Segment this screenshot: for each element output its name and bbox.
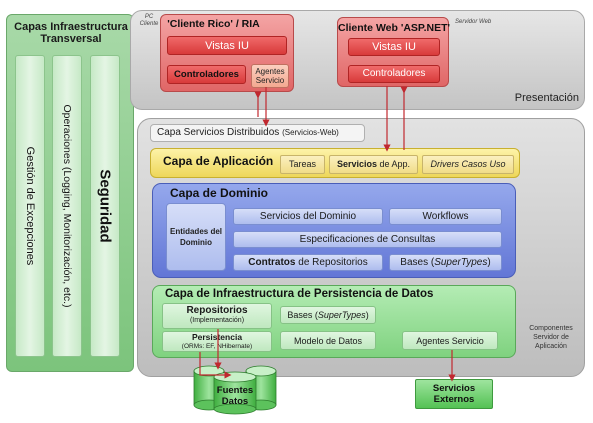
domain-bases-supertypes: Bases (SuperTypes) [389,254,502,271]
rich-agentes-servicio: Agentes Servicio [251,64,289,88]
rich-vistas-iu: Vistas IU [167,36,287,55]
exceptions-column: Gestión de Excepciones [15,55,45,357]
rich-controladores: Controladores [167,65,246,84]
app-tareas: Tareas [280,155,325,174]
external-services-box: Servicios Externos [415,379,493,409]
domain-bases-italic: SuperTypes [434,257,488,268]
rich-client-box: 'Cliente Rico' / RIA Vistas IU Controlad… [160,14,294,92]
persistencia-sublabel: (ORMs: EF, NHibernate) [181,342,253,350]
domain-workflows: Workflows [389,208,502,225]
transversal-title: Capas Infraestructura Transversal [14,21,128,45]
distributed-services-sublabel: (Servicios-Web) [282,128,339,137]
app-servicios-rest: de App. [377,159,411,169]
domain-servicios: Servicios del Dominio [233,208,383,225]
arrow-orm-to-datasources [199,352,232,379]
domain-bases-prefix: Bases ( [400,257,435,268]
operations-column: Operaciones (Logging, Monitorización, et… [52,55,82,357]
transversal-infrastructure-panel: Capas Infraestructura Transversal Gestió… [6,14,134,372]
web-vistas-iu: Vistas IU [348,38,440,56]
app-servicios-bold: Servicios [336,159,377,169]
domain-contratos-bold: Contratos [248,257,296,268]
servidor-web-label: Servidor Web [455,19,492,25]
domain-entities: Entidades del Dominio [166,203,226,271]
persistence-bases-supertypes: Bases (SuperTypes) [280,306,376,324]
domain-especificaciones: Especificaciones de Consultas [233,231,502,248]
persistencia-label: Persistencia [191,331,243,342]
componentes-servidor-label: Componentes Servidor de Aplicación [529,325,573,350]
rich-client-title: 'Cliente Rico' / RIA [167,18,260,30]
app-servicios: Servicios de App. [329,155,418,174]
persistence-repositorios: Repositorios (Implementación) [162,303,272,329]
repositorios-label: Repositorios [186,305,248,316]
domain-layer-title: Capa de Dominio [170,186,269,200]
web-client-title: Cliente Web 'ASP.NET' [338,22,450,34]
persistence-bases-italic: SuperTypes [317,310,366,320]
application-layer-title: Capa de Aplicación [163,154,274,168]
pc-cliente-label: PC Cliente [139,14,159,27]
persistence-orm: Persistencia (ORMs: EF, NHibernate) [162,331,272,352]
persistence-agentes-servicio: Agentes Servicio [402,331,498,350]
distributed-services-layer: Capa Servicios Distribuidos (Servicios-W… [150,124,365,142]
domain-bases-suffix: ) [487,257,491,268]
persistence-layer-title: Capa de Infraestructura de Persistencia … [165,288,434,300]
persistence-bases-prefix: Bases ( [287,310,318,320]
repositorios-sublabel: (Implementación) [189,317,245,324]
presentation-label: Presentación [514,92,579,104]
data-sources-label: Fuentes Datos [216,385,254,407]
web-client-box: Cliente Web 'ASP.NET' Vistas IU Controla… [337,17,450,87]
persistence-bases-suffix: ) [365,310,369,320]
data-sources-cylinders [193,365,277,415]
domain-contratos-rest: de Repositorios [295,257,368,268]
web-controladores: Controladores [348,65,440,83]
app-drivers-casos-uso: Drivers Casos Uso [422,155,514,174]
domain-contratos-repositorios: Contratos de Repositorios [233,254,383,271]
persistence-modelo-datos: Modelo de Datos [280,331,376,350]
security-column: Seguridad [90,55,120,357]
cylinder-center [213,371,257,415]
distributed-services-label: Capa Servicios Distribuidos [157,127,280,138]
